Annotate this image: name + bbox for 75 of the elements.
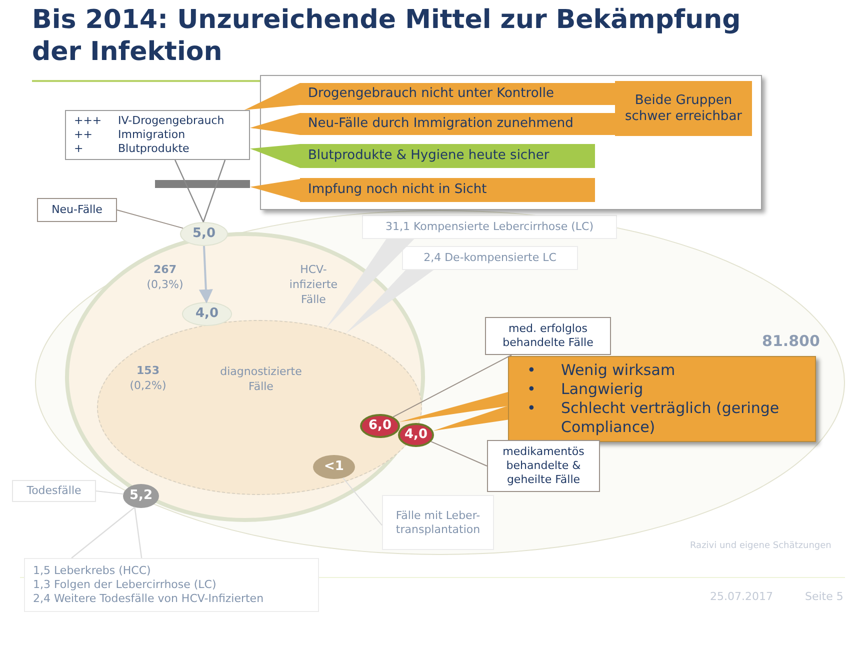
callout-panel (260, 75, 762, 210)
value-text: 6,0 (368, 418, 392, 434)
note-box (24, 558, 319, 612)
callout-bar (615, 81, 752, 136)
callout-wedge (244, 83, 300, 110)
value-ellipse (313, 455, 355, 479)
value-ellipse (360, 414, 400, 438)
label-box (402, 246, 578, 270)
list-text: Blutprodukte (118, 142, 190, 156)
label-text: 31,1 Kompensierte Lebercirrhose (LC) (385, 220, 594, 234)
label-box (487, 440, 600, 492)
separator-bar (155, 180, 250, 188)
label-text: Todesfälle (26, 484, 82, 498)
bullet-text: Schlecht verträglich (geringe Compliance) (561, 399, 780, 437)
note-text: 1,3 Folgen der Lebercirrhose (LC) (33, 578, 216, 592)
callout-box (65, 110, 250, 160)
slide-title: Bis 2014: Unzureichende Mittel zur Bekämpfung der Infektion (32, 4, 742, 68)
callout-box (508, 356, 816, 442)
callout-text: Beide Gruppen schwer erreichbar (624, 92, 743, 124)
bullet-text: • (527, 399, 537, 419)
bullet-text: • (527, 361, 537, 380)
label-box (37, 198, 117, 222)
value-text: 5,2 (129, 488, 153, 504)
label-text: med. erfolglos behandelte Fälle (502, 322, 594, 350)
label-text: Neu-Fälle (52, 203, 102, 217)
callout-wedge (326, 239, 414, 328)
date-text: 25.07.2017 (710, 590, 773, 603)
bullet-text: Langwierig (561, 380, 644, 399)
callout-wedge (398, 392, 508, 422)
value-text: 4,0 (195, 306, 219, 322)
note-text: 1,5 Leberkrebs (HCC) (33, 564, 151, 578)
callout-text: Blutprodukte & Hygiene heute sicher (308, 148, 550, 164)
callout-wedge (346, 270, 434, 334)
callout-wedge (250, 113, 300, 135)
bullet-text: Wenig wirksam (561, 361, 676, 380)
leader-line (96, 490, 124, 495)
callout-wedge (432, 406, 508, 431)
label-box (485, 317, 611, 355)
source-note: Razivi und eigene Schätzungen (690, 541, 832, 551)
note-text: 2,4 Weitere Todesfälle von HCV-Infizierten (33, 592, 264, 606)
region-label: HCV- infizierte Fälle (288, 262, 339, 307)
label-box (362, 215, 617, 239)
leader-line (342, 477, 382, 526)
value-ellipse (398, 423, 434, 447)
page-number: Seite 5 (805, 590, 844, 603)
region-label: diagnostizierte Fälle (219, 364, 303, 394)
callout-text: Impfung noch nicht in Sicht (308, 182, 487, 198)
value-text: <1 (324, 459, 344, 475)
list-text: + (74, 142, 84, 156)
list-text: +++ (74, 114, 103, 128)
list-text: ++ (74, 128, 94, 142)
label-text: Fälle mit Leber- transplantation (394, 508, 482, 536)
leader-line (392, 354, 512, 418)
callout-wedge (174, 159, 226, 223)
leader-line (116, 210, 184, 229)
count-text: 81.800 (761, 334, 821, 349)
label-text: medikamentös behandelte & geheilte Fälle (502, 445, 586, 487)
label-box (12, 480, 96, 502)
region-label: 267 (0,3%) (146, 262, 184, 292)
list-text: Immigration (118, 128, 186, 142)
region-label: 153 (0,2%) (128, 363, 168, 393)
list-text: IV-Drogengebrauch (118, 114, 226, 128)
value-text: 4,0 (404, 427, 428, 443)
value-ellipse (182, 302, 232, 326)
callout-text: Neu-Fälle durch Immigration zunehmend (308, 116, 574, 132)
label-text: 2,4 De-kompensierte LC (424, 251, 556, 265)
callout-wedge (250, 179, 300, 201)
callout-text: Drogengebrauch nicht unter Kontrolle (308, 86, 554, 102)
value-text: 5,0 (192, 226, 216, 242)
label-box (382, 495, 494, 550)
leader-line (430, 441, 488, 466)
arrow (198, 246, 213, 304)
bullet-text: • (527, 380, 537, 399)
callout-wedge (250, 144, 300, 168)
callout-wedge (71, 506, 142, 559)
